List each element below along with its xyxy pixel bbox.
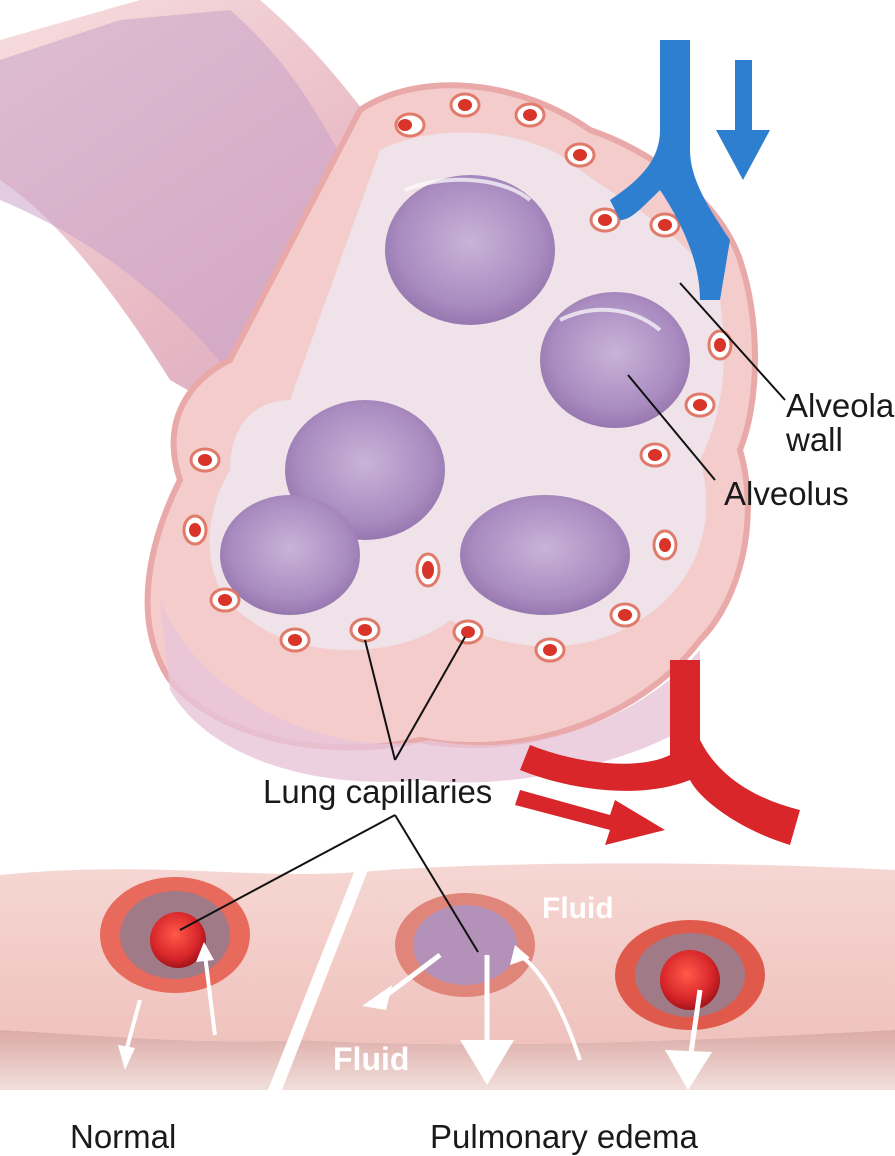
vein-flow-arrow <box>716 60 770 180</box>
label-alveolar-wall-1: Alveolar <box>786 387 895 424</box>
alveoli-pockets <box>220 175 690 615</box>
normal-capillary <box>100 877 250 1070</box>
alveolus-top <box>385 175 555 325</box>
label-normal: Normal <box>70 1118 176 1155</box>
label-alveolus: Alveolus <box>724 475 849 512</box>
vein <box>610 40 770 300</box>
capillary-cross-section <box>0 863 895 1096</box>
label-lung-capillaries: Lung capillaries <box>263 773 492 810</box>
edema-capillary-1 <box>362 893 582 1085</box>
label-pulmonary-edema: Pulmonary edema <box>430 1118 698 1155</box>
label-fluid-lower: Fluid <box>333 1041 409 1077</box>
edema-capillary-2 <box>615 920 765 1090</box>
capillary-cells <box>182 92 733 663</box>
leader-lines <box>179 282 786 953</box>
alveolus-bottom-left <box>220 495 360 615</box>
label-fluid-upper: Fluid <box>542 892 614 925</box>
artery <box>515 660 800 845</box>
alveolus-bottom-right <box>460 495 630 615</box>
label-alveolar-wall-2: wall <box>785 421 843 458</box>
artery-flow-arrow <box>515 790 665 845</box>
